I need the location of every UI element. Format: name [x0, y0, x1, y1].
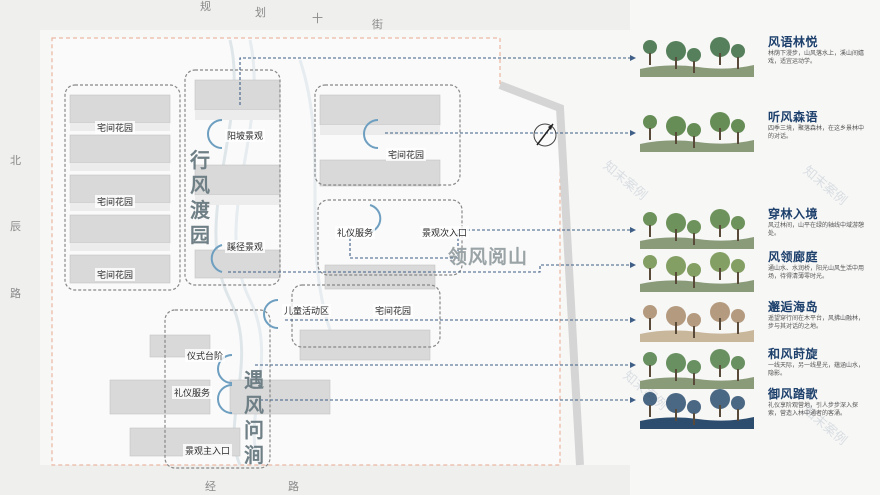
zone-label-courtyard: 宅间花园 — [95, 268, 136, 281]
route-label-char: 问 — [244, 418, 264, 442]
road-char: 辰 — [10, 220, 21, 233]
legend-description: 林荫下漫步，山风落水上，溪山间嬉戏，适宜运动学。 — [768, 50, 865, 65]
zone-label-center-garden: 宅间花园 — [386, 148, 427, 161]
legend-description: 风过林间，山平在绿的轴线中域游憩处。 — [768, 222, 865, 237]
legend-item: 和风莳旋一线天际，另一线星光，蕴涵山水，隐影。 — [638, 345, 878, 395]
route-label-char: 渡 — [190, 198, 210, 222]
road-char: 北 — [10, 154, 21, 167]
road-char: 路 — [288, 480, 299, 493]
route-label-char: 涧 — [244, 443, 264, 467]
zone-label-sunlit-view: 阳坡景观 — [225, 129, 266, 142]
route-label-char: 行 — [190, 148, 210, 172]
zone-label-seam-view: 蹊径景观 — [225, 240, 266, 253]
legend-description: 礼仪享阶观营地，引人步步深入探索，营造入林中通者的客涌。 — [768, 402, 859, 417]
road-char: 十 — [312, 12, 323, 25]
route-label-char: 遇 — [244, 368, 264, 392]
legend-item: 风语林悦林荫下漫步，山风落水上，溪山间嬉戏，适宜运动学。 — [638, 33, 878, 83]
legend-illustration — [640, 112, 754, 152]
compass-icon — [533, 123, 557, 147]
legend-item: 风领廊庭通山水、水润桥，阳光山风生活中用场，待得清薄零时光。 — [638, 248, 878, 298]
legend-illustration — [640, 209, 754, 249]
legend-item: 听风森语四季三境，聚落森林，在这乡景林中的对话。 — [638, 108, 878, 158]
route-label-char: 风 — [190, 173, 210, 197]
legend-title: 听风森语 — [768, 110, 819, 124]
zone-label-courtyard: 宅间花园 — [95, 121, 136, 134]
legend-description: 一线天际，另一线星光，蕴涵山水，隐影。 — [768, 362, 865, 377]
legend-description: 四季三境，聚落森林，在这乡景林中的对话。 — [768, 125, 865, 140]
legend-title: 御风踏歌 — [768, 387, 819, 401]
legend-illustration — [640, 37, 754, 77]
legend-description: 通山水、水润桥，阳光山风生活中用场，待得清薄零时光。 — [768, 265, 865, 280]
legend-illustration — [640, 252, 754, 292]
legend-item: 邂逅海岛遥望穿行间在木平台，风拂山融林，步与其对话的之地。 — [638, 298, 878, 348]
legend-title: 和风莳旋 — [768, 347, 819, 361]
legend-title: 穿林入境 — [768, 207, 819, 221]
legend-description: 遥望穿行间在木平台，风拂山融林，步与其对话的之地。 — [768, 315, 865, 330]
legend-title: 风语林悦 — [768, 35, 819, 49]
road-char: 路 — [10, 287, 21, 300]
road-char: 经 — [205, 480, 216, 493]
legend-item: 穿林入境风过林间，山平在绿的轴线中域游憩处。 — [638, 205, 878, 255]
zone-label-courtyard: 宅间花园 — [95, 195, 136, 208]
legend-illustration — [640, 349, 754, 389]
road-char: 街 — [372, 18, 383, 31]
legend-item: 御风踏歌礼仪享阶观营地，引人步步深入探索，营造入林中通者的客涌。 — [638, 385, 878, 435]
legend-illustration — [640, 302, 754, 342]
zone-label-courtyard-south: 宅间花园 — [373, 304, 414, 317]
legend-illustration — [640, 389, 754, 429]
zone-label-kids-zone: 儿童活动区 — [282, 304, 332, 317]
route-label-char: 风 — [244, 393, 264, 417]
route-label-char: 园 — [190, 223, 210, 247]
road-char: 规 — [200, 0, 211, 13]
zone-label-gift-service: 礼仪服务 — [335, 226, 376, 239]
zone-label-main-entrance: 景观主入口 — [183, 444, 233, 457]
route-label-view-mountain: 领风阅山 — [448, 246, 529, 268]
zone-label-view-entrance: 景观次入口 — [420, 226, 470, 239]
road-char: 划 — [255, 6, 266, 19]
legend-title: 邂逅海岛 — [768, 300, 819, 314]
legend-title: 风领廊庭 — [768, 250, 819, 264]
zone-label-gift-service: 礼仪服务 — [172, 386, 213, 399]
zone-label-ceremony-steps: 仪式台阶 — [185, 349, 226, 362]
